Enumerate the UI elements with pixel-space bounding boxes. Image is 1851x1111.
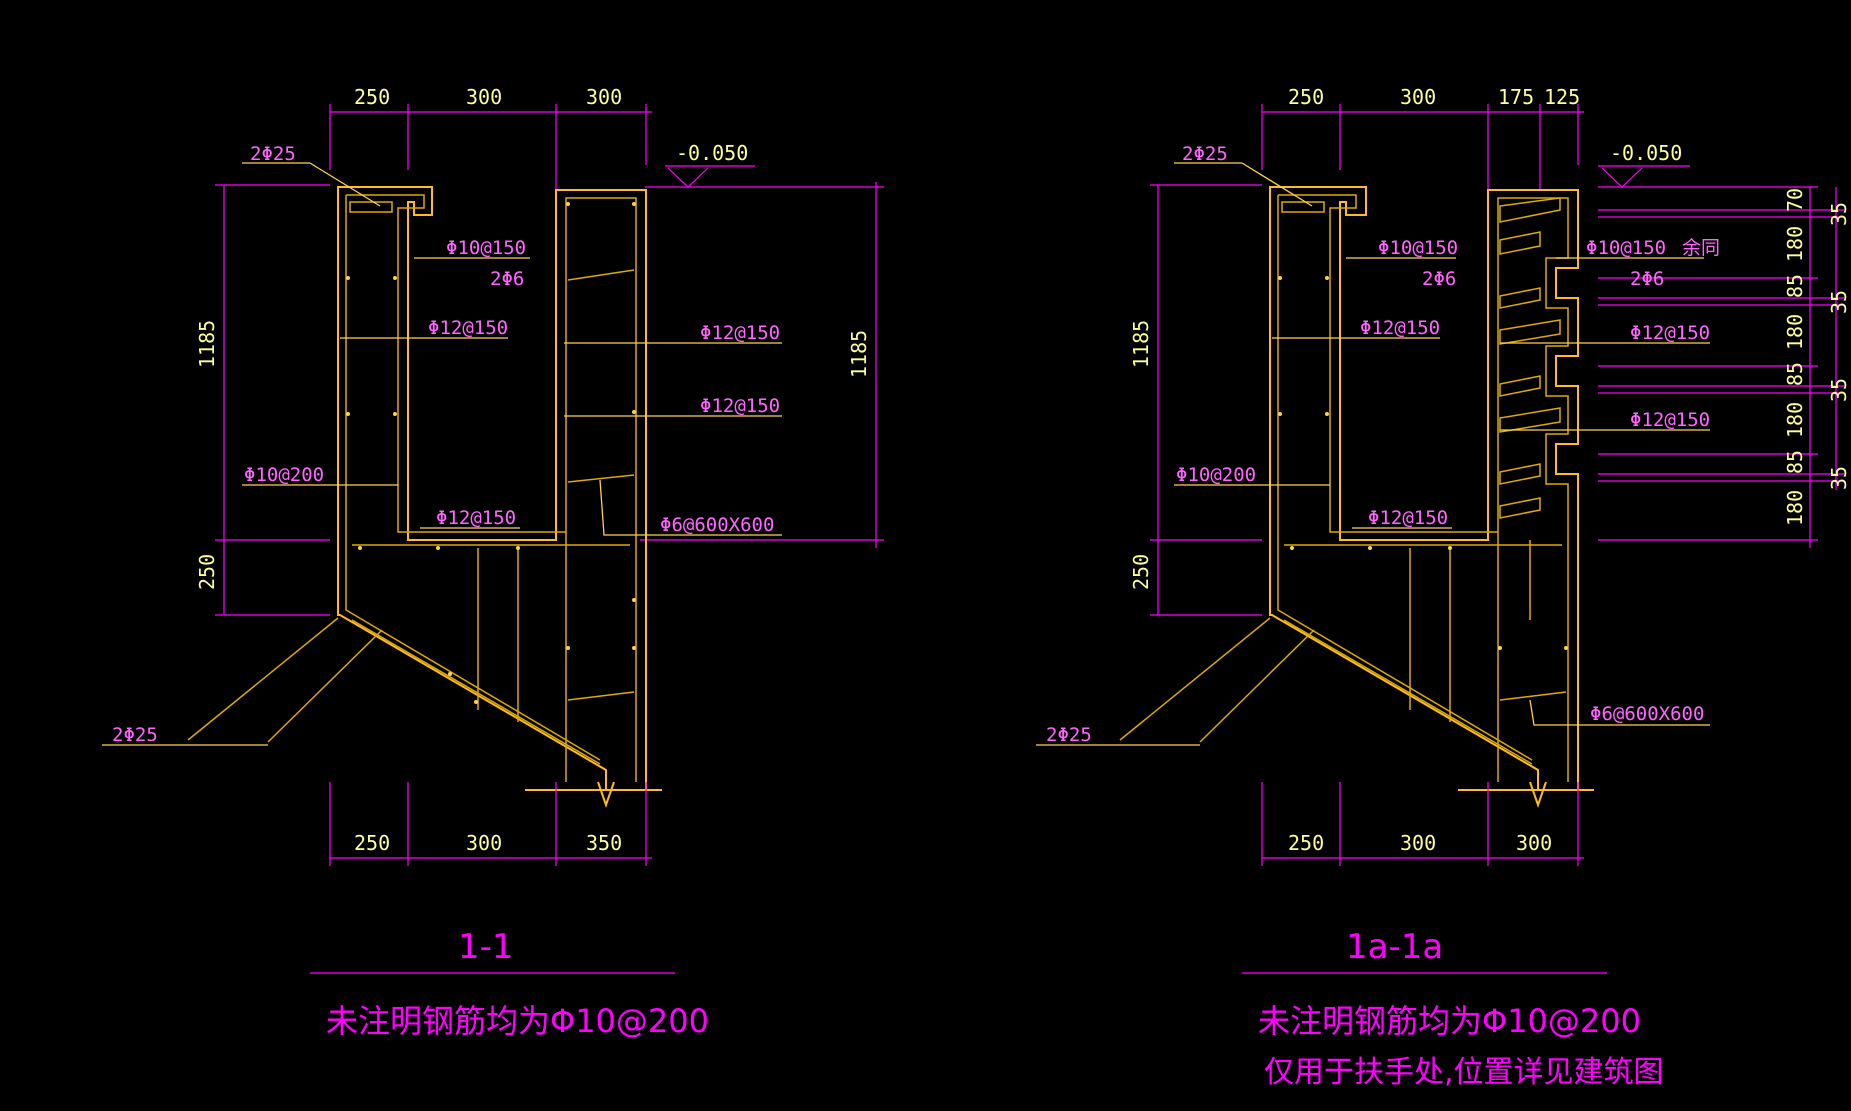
right-dimension-chains-1a: 70 180 85 180 85 180 85 180 35 35 35 35	[1598, 186, 1851, 548]
elevation-text: -0.050	[676, 141, 748, 165]
right-dim-b-4: 35	[1827, 466, 1851, 490]
top-dim-1a-4: 125	[1544, 85, 1580, 109]
right-dimension: 1185	[640, 182, 884, 548]
right-dim-a-8: 180	[1783, 490, 1807, 526]
label-1a-2phi6-right: 2Φ6	[1630, 268, 1664, 290]
top-dim-1: 250	[354, 85, 390, 109]
left-dimension: 1185 250	[195, 184, 330, 616]
right-dim-a-1: 70	[1783, 188, 1807, 212]
label-1a-phi12-bottom: Φ12@150	[1368, 507, 1448, 529]
label-1a-phi12-a: Φ12@150	[1360, 317, 1440, 339]
label-1a-stirrup-top: Φ10@150	[1378, 237, 1458, 259]
label-2phi6: 2Φ6	[490, 268, 524, 290]
bottom-dim-3: 350	[586, 831, 622, 855]
rebar-cage-1a	[1119, 194, 1569, 782]
right-dim-a-6: 180	[1783, 402, 1807, 438]
bottom-dim-2: 300	[466, 831, 502, 855]
right-dim-a-3: 85	[1783, 274, 1807, 298]
label-1a-rest-same: 余同	[1682, 237, 1720, 259]
label-phi10-200: Φ10@200	[244, 464, 324, 486]
left-dim-1a-1185: 1185	[1129, 320, 1153, 368]
label-stirrup-top: Φ10@150	[446, 237, 526, 259]
section-1a-1a: 250 300 175 125 -0.050 1185 250	[1036, 85, 1851, 1090]
label-phi12-bottom: Φ12@150	[436, 507, 516, 529]
section-note-1a-1: 未注明钢筋均为Φ10@200	[1258, 1002, 1641, 1040]
left-dim-250: 250	[195, 554, 219, 590]
rebar-labels: 2Φ25 Φ10@150 2Φ6 Φ12@150 Φ12@150 Φ12@150…	[102, 143, 782, 746]
label-phi12-c: Φ12@150	[700, 395, 780, 417]
label-1a-stirrup-right: Φ10@150	[1586, 237, 1666, 259]
label-bottom-bar: 2Φ25	[112, 724, 158, 746]
concrete-outline	[337, 186, 662, 809]
right-dim-a-4: 180	[1783, 314, 1807, 350]
top-dim-1a-2: 300	[1400, 85, 1436, 109]
section-title-1a: 1a-1a	[1346, 927, 1443, 967]
bottom-dim-1a-2: 300	[1400, 831, 1436, 855]
label-phi12-b: Φ12@150	[700, 322, 780, 344]
elevation-marker-1a: -0.050	[1598, 141, 1690, 188]
right-dim-b-1: 35	[1827, 202, 1851, 226]
concrete-outline-1a	[1269, 186, 1594, 809]
left-dimension-1a: 1185 250	[1129, 184, 1262, 616]
right-dim-b-2: 35	[1827, 290, 1851, 314]
bottom-dimension-chain-1a: 250 300 300	[1261, 782, 1584, 866]
top-dim-3: 300	[586, 85, 622, 109]
elevation-marker: -0.050	[665, 141, 755, 188]
top-dim-1a-3: 175	[1498, 85, 1534, 109]
right-dim-b-3: 35	[1827, 378, 1851, 402]
left-dim-1a-250: 250	[1129, 554, 1153, 590]
section-title: 1-1	[458, 927, 514, 967]
bottom-dim-1: 250	[354, 831, 390, 855]
bottom-dimension-chain: 250 300 350	[329, 782, 652, 866]
right-dim-a-7: 85	[1783, 450, 1807, 474]
label-tie: Φ6@600X600	[660, 514, 774, 536]
right-dim-1185: 1185	[847, 330, 871, 378]
section-1-1: 250 300 300 -0.050 1185 250 1185	[102, 85, 884, 1040]
top-dimension-chain-1a: 250 300 175 125	[1261, 85, 1584, 190]
bottom-dim-1a-1: 250	[1288, 831, 1324, 855]
section-note-1a-2: 仅用于扶手处,位置详见建筑图	[1264, 1055, 1664, 1090]
bottom-dim-1a-3: 300	[1516, 831, 1552, 855]
left-dim-1185: 1185	[195, 320, 219, 368]
label-1a-tie: Φ6@600X600	[1590, 703, 1704, 725]
right-dim-a-2: 180	[1783, 226, 1807, 262]
label-phi12-a: Φ12@150	[428, 317, 508, 339]
top-dim-1a-1: 250	[1288, 85, 1324, 109]
elevation-text-1a: -0.050	[1610, 141, 1682, 165]
rebar-cage	[187, 194, 637, 782]
label-1a-2phi6: 2Φ6	[1422, 268, 1456, 290]
top-dimension-chain: 250 300 300	[329, 85, 652, 190]
label-top-bar: 2Φ25	[250, 143, 296, 165]
label-1a-phi10-200: Φ10@200	[1176, 464, 1256, 486]
label-1a-bottom-bar: 2Φ25	[1046, 724, 1092, 746]
rebar-labels-1a: 2Φ25 Φ10@150 2Φ6 Φ12@150 Φ10@150 余同 2Φ6 …	[1036, 143, 1720, 746]
label-1a-phi12-right-a: Φ12@150	[1630, 322, 1710, 344]
top-dim-2: 300	[466, 85, 502, 109]
label-1a-phi12-right-b: Φ12@150	[1630, 409, 1710, 431]
section-note: 未注明钢筋均为Φ10@200	[326, 1002, 709, 1040]
right-dim-a-5: 85	[1783, 362, 1807, 386]
label-1a-top-bar: 2Φ25	[1182, 143, 1228, 165]
